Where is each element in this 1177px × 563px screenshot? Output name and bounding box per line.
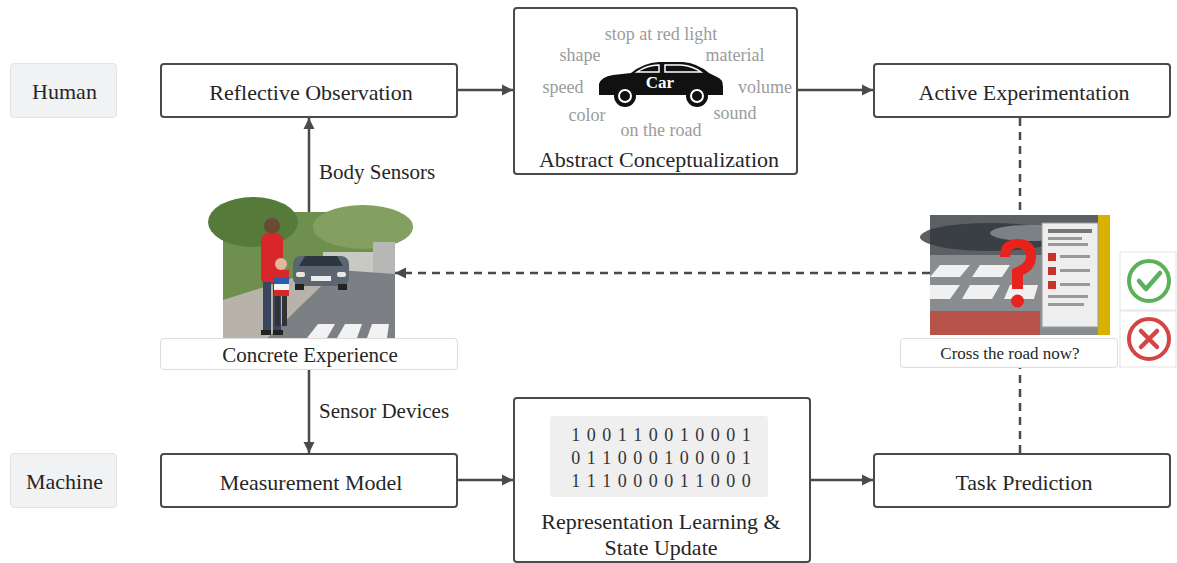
arrow-connector: [811, 479, 873, 482]
process-box: Reflective Observation: [160, 63, 458, 118]
text-slot: 0 1 1 0 0 0 1 0 0 0 0 1: [571, 448, 751, 469]
row-label: Machine: [10, 453, 117, 508]
binary-panel: [550, 416, 768, 497]
node-label: Cross the road now?: [940, 344, 1079, 364]
text-slot: sound: [713, 103, 756, 124]
caption-box: Cross the road now?: [900, 338, 1118, 368]
text-slot: Reflective Observation: [209, 80, 412, 106]
concept-word: shape: [560, 45, 601, 66]
process-box: Task Prediction: [873, 453, 1171, 508]
pedestrian-photo: [208, 197, 413, 338]
node-label: Task Prediction: [955, 470, 1092, 496]
text-slot: Car: [646, 73, 674, 93]
node-label: Active Experimentation: [919, 80, 1130, 106]
photo-node: Concrete Experience: [223, 212, 395, 338]
text-slot: material: [706, 45, 765, 66]
car-icon: [599, 62, 723, 107]
arrow-connector: [458, 479, 513, 482]
node-label: Car: [646, 73, 674, 93]
text-slot: Cross the road now?: [940, 344, 1079, 364]
concept-word: sound: [713, 103, 756, 124]
icon-frame: [1120, 311, 1176, 367]
text-slot: speed: [543, 77, 584, 98]
text-slot: Human: [32, 79, 97, 105]
process-box: Measurement Model: [160, 453, 458, 508]
binary-row: 0 1 1 0 0 0 1 0 0 0 0 1: [571, 448, 751, 469]
text-slot: Measurement Model: [220, 470, 403, 496]
arrow-connector: [308, 118, 311, 212]
arrow-connector: [308, 370, 311, 453]
node-label: Machine: [26, 469, 103, 495]
process-box: Active Experimentation: [873, 63, 1171, 118]
dashed-connector: [1019, 118, 1022, 215]
concept-word: stop at red light: [605, 24, 717, 45]
dashed-connector: [395, 272, 930, 275]
text-slot: Active Experimentation: [919, 80, 1130, 106]
text-slot: Concrete Experience: [222, 343, 398, 368]
node-label: Concrete Experience: [222, 343, 398, 368]
node-label: Representation Learning & State Update: [521, 509, 801, 561]
text-slot: color: [569, 105, 606, 126]
concept-box: stop at red lightshape material speed Car vo…: [513, 7, 798, 175]
caption-box: Concrete Experience: [160, 338, 458, 370]
concept-word: speed: [543, 77, 584, 98]
cross-icon: [1129, 319, 1169, 359]
concept-word: volume: [738, 77, 792, 98]
binary-row: 1 0 0 1 1 0 0 1 0 0 0 1: [571, 425, 751, 446]
text-slot: Task Prediction: [955, 470, 1092, 496]
text-slot: on the road: [621, 120, 702, 141]
text-slot: Machine: [26, 469, 103, 495]
concept-word: on the road: [621, 120, 702, 141]
node-label: Measurement Model: [220, 470, 403, 496]
arrow-connector: [458, 89, 513, 92]
icon-frame: [1120, 252, 1176, 310]
edge-label: Body Sensors: [317, 160, 437, 185]
node-label: Abstract Conceptualization: [539, 147, 779, 173]
text-slot: shape: [560, 45, 601, 66]
concept-word: material: [706, 45, 765, 66]
check-icon: [1129, 261, 1169, 301]
node-label: Human: [32, 79, 97, 105]
text-slot: volume: [738, 77, 792, 98]
text-slot: Abstract Conceptualization: [539, 147, 779, 173]
edge-label: Sensor Devices: [317, 399, 451, 424]
text-slot: Representation Learning & State Update: [521, 509, 801, 563]
concept-word: color: [569, 105, 606, 126]
node-label: Reflective Observation: [209, 80, 412, 106]
arrow-connector: [798, 89, 873, 92]
check-icon: [1139, 273, 1160, 289]
cross-icon: [1141, 331, 1157, 347]
text-slot: 1 0 0 1 1 0 0 1 0 0 0 1: [571, 425, 751, 446]
dashed-connector: [1019, 368, 1022, 453]
representation-box: 1 0 0 1 1 0 0 1 0 0 0 10 1 1 0 0 0 1 0 0…: [513, 397, 811, 563]
text-slot: 1 1 1 0 0 0 0 1 1 0 0 0: [571, 471, 751, 492]
text-slot: stop at red light: [605, 24, 717, 45]
crossing-photo: [920, 215, 1110, 335]
row-label: Human: [10, 63, 117, 118]
photo-node: Cross the road now?: [930, 215, 1110, 335]
binary-row: 1 1 1 0 0 0 0 1 1 0 0 0: [571, 471, 751, 492]
